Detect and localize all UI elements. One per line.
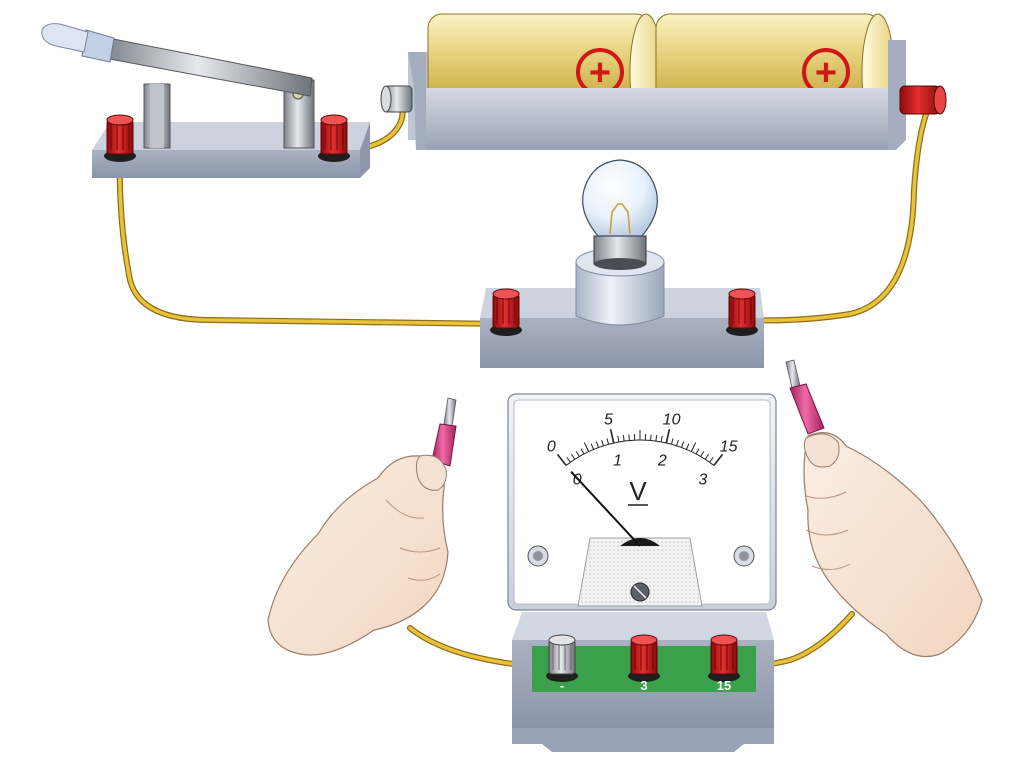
upper-scale-label: 15 [720,439,738,456]
meter-terminal-label: - [560,678,564,693]
battery-tray-left [408,52,426,150]
switch-terminal-left[interactable] [104,114,136,162]
lamp-terminal-left[interactable] [490,288,522,336]
switch-jaw-inner [150,84,164,148]
lamp-terminal-right[interactable] [726,288,758,336]
battery-tray-right [888,40,906,150]
bulb-filament [609,203,631,235]
right-thumb [803,433,840,468]
unit-symbol: V [629,476,647,506]
meter-terminal-3[interactable] [628,634,660,682]
lamp-base-front [480,318,764,368]
lower-scale-label: 3 [698,472,707,489]
scale-tick [681,441,685,448]
switch-base-side [360,122,370,178]
switch-blade[interactable] [103,37,313,97]
lower-scale-label: 0 [573,472,582,489]
scale-tick [566,457,571,463]
plus-sign-2: + [815,52,837,94]
scale-tick [650,434,652,441]
meter-terminal-negative[interactable] [546,634,578,682]
switch-base-front [92,150,360,178]
scale-tick [700,451,705,457]
wires [116,97,933,670]
scale-tick [571,453,576,460]
scale-tick [606,438,610,445]
upper-scale-label: 10 [663,412,681,429]
right-hand [803,432,983,658]
scale-tick [670,438,674,445]
scale-tick [655,435,658,442]
scale-tick [575,451,580,457]
scale-tick [686,443,690,450]
voltmeter: - 3 15 0 5 10 15 0 1 2 3 V [507,393,777,752]
scale-tick [628,434,630,441]
knife-switch [41,23,370,178]
lower-scale-label: 2 [657,452,667,469]
scale-tick [556,453,567,466]
plus-sign-1: + [589,52,611,94]
left-hand [267,455,449,656]
meter-stand-foot [512,728,774,752]
wire-switch-to-lamp [117,146,508,326]
scale-tick [695,448,700,455]
scale-tick [709,457,714,463]
scale-tick [595,441,599,448]
scale-tick [590,443,594,450]
scale-tick [622,435,625,442]
scale-tick [665,429,671,444]
scale-tick [676,439,679,446]
switch-handle-grip[interactable] [41,23,89,53]
meter-window [577,537,703,607]
scale-tick [583,442,590,452]
scale-tick [660,435,663,442]
left-thumb [415,454,447,491]
wire-battery-to-lamp [742,102,932,323]
lamp-holder [480,159,764,368]
battery-tray-front [414,88,906,150]
battery-positive-terminal[interactable] [899,85,947,115]
left-probe[interactable] [431,397,457,467]
meter-scale: 0 5 10 15 0 1 2 3 [547,412,738,489]
face-screw-left [527,545,549,567]
meter-needle [570,471,641,547]
lower-scale-label: 1 [613,452,622,469]
face-screw-right [733,545,755,567]
scale-tick [713,453,724,466]
meter-terminal-15[interactable] [708,634,740,682]
left-hand-probe [267,397,457,656]
needle-pivot [620,538,660,546]
battery-negative-terminal[interactable] [380,85,413,113]
meter-stand-top [512,612,774,640]
scale-tick [580,448,585,455]
meter-terminal-label: 15 [717,678,731,693]
right-probe[interactable] [785,359,825,435]
upper-scale-label: 5 [604,412,613,429]
lamp-socket-stand [575,261,665,326]
switch-terminal-right[interactable] [318,114,350,162]
scale-tick [690,442,697,452]
upper-scale-label: 0 [547,439,556,456]
scale-arc [565,439,715,466]
scale-tick [609,429,615,444]
battery-holder: + + [380,13,947,150]
scale-tick [601,439,604,446]
meter-terminal-label: 3 [640,678,647,693]
right-hand-probe [785,359,983,658]
light-bulb [582,159,658,237]
scale-tick [704,453,709,460]
scale-tick [617,435,620,442]
